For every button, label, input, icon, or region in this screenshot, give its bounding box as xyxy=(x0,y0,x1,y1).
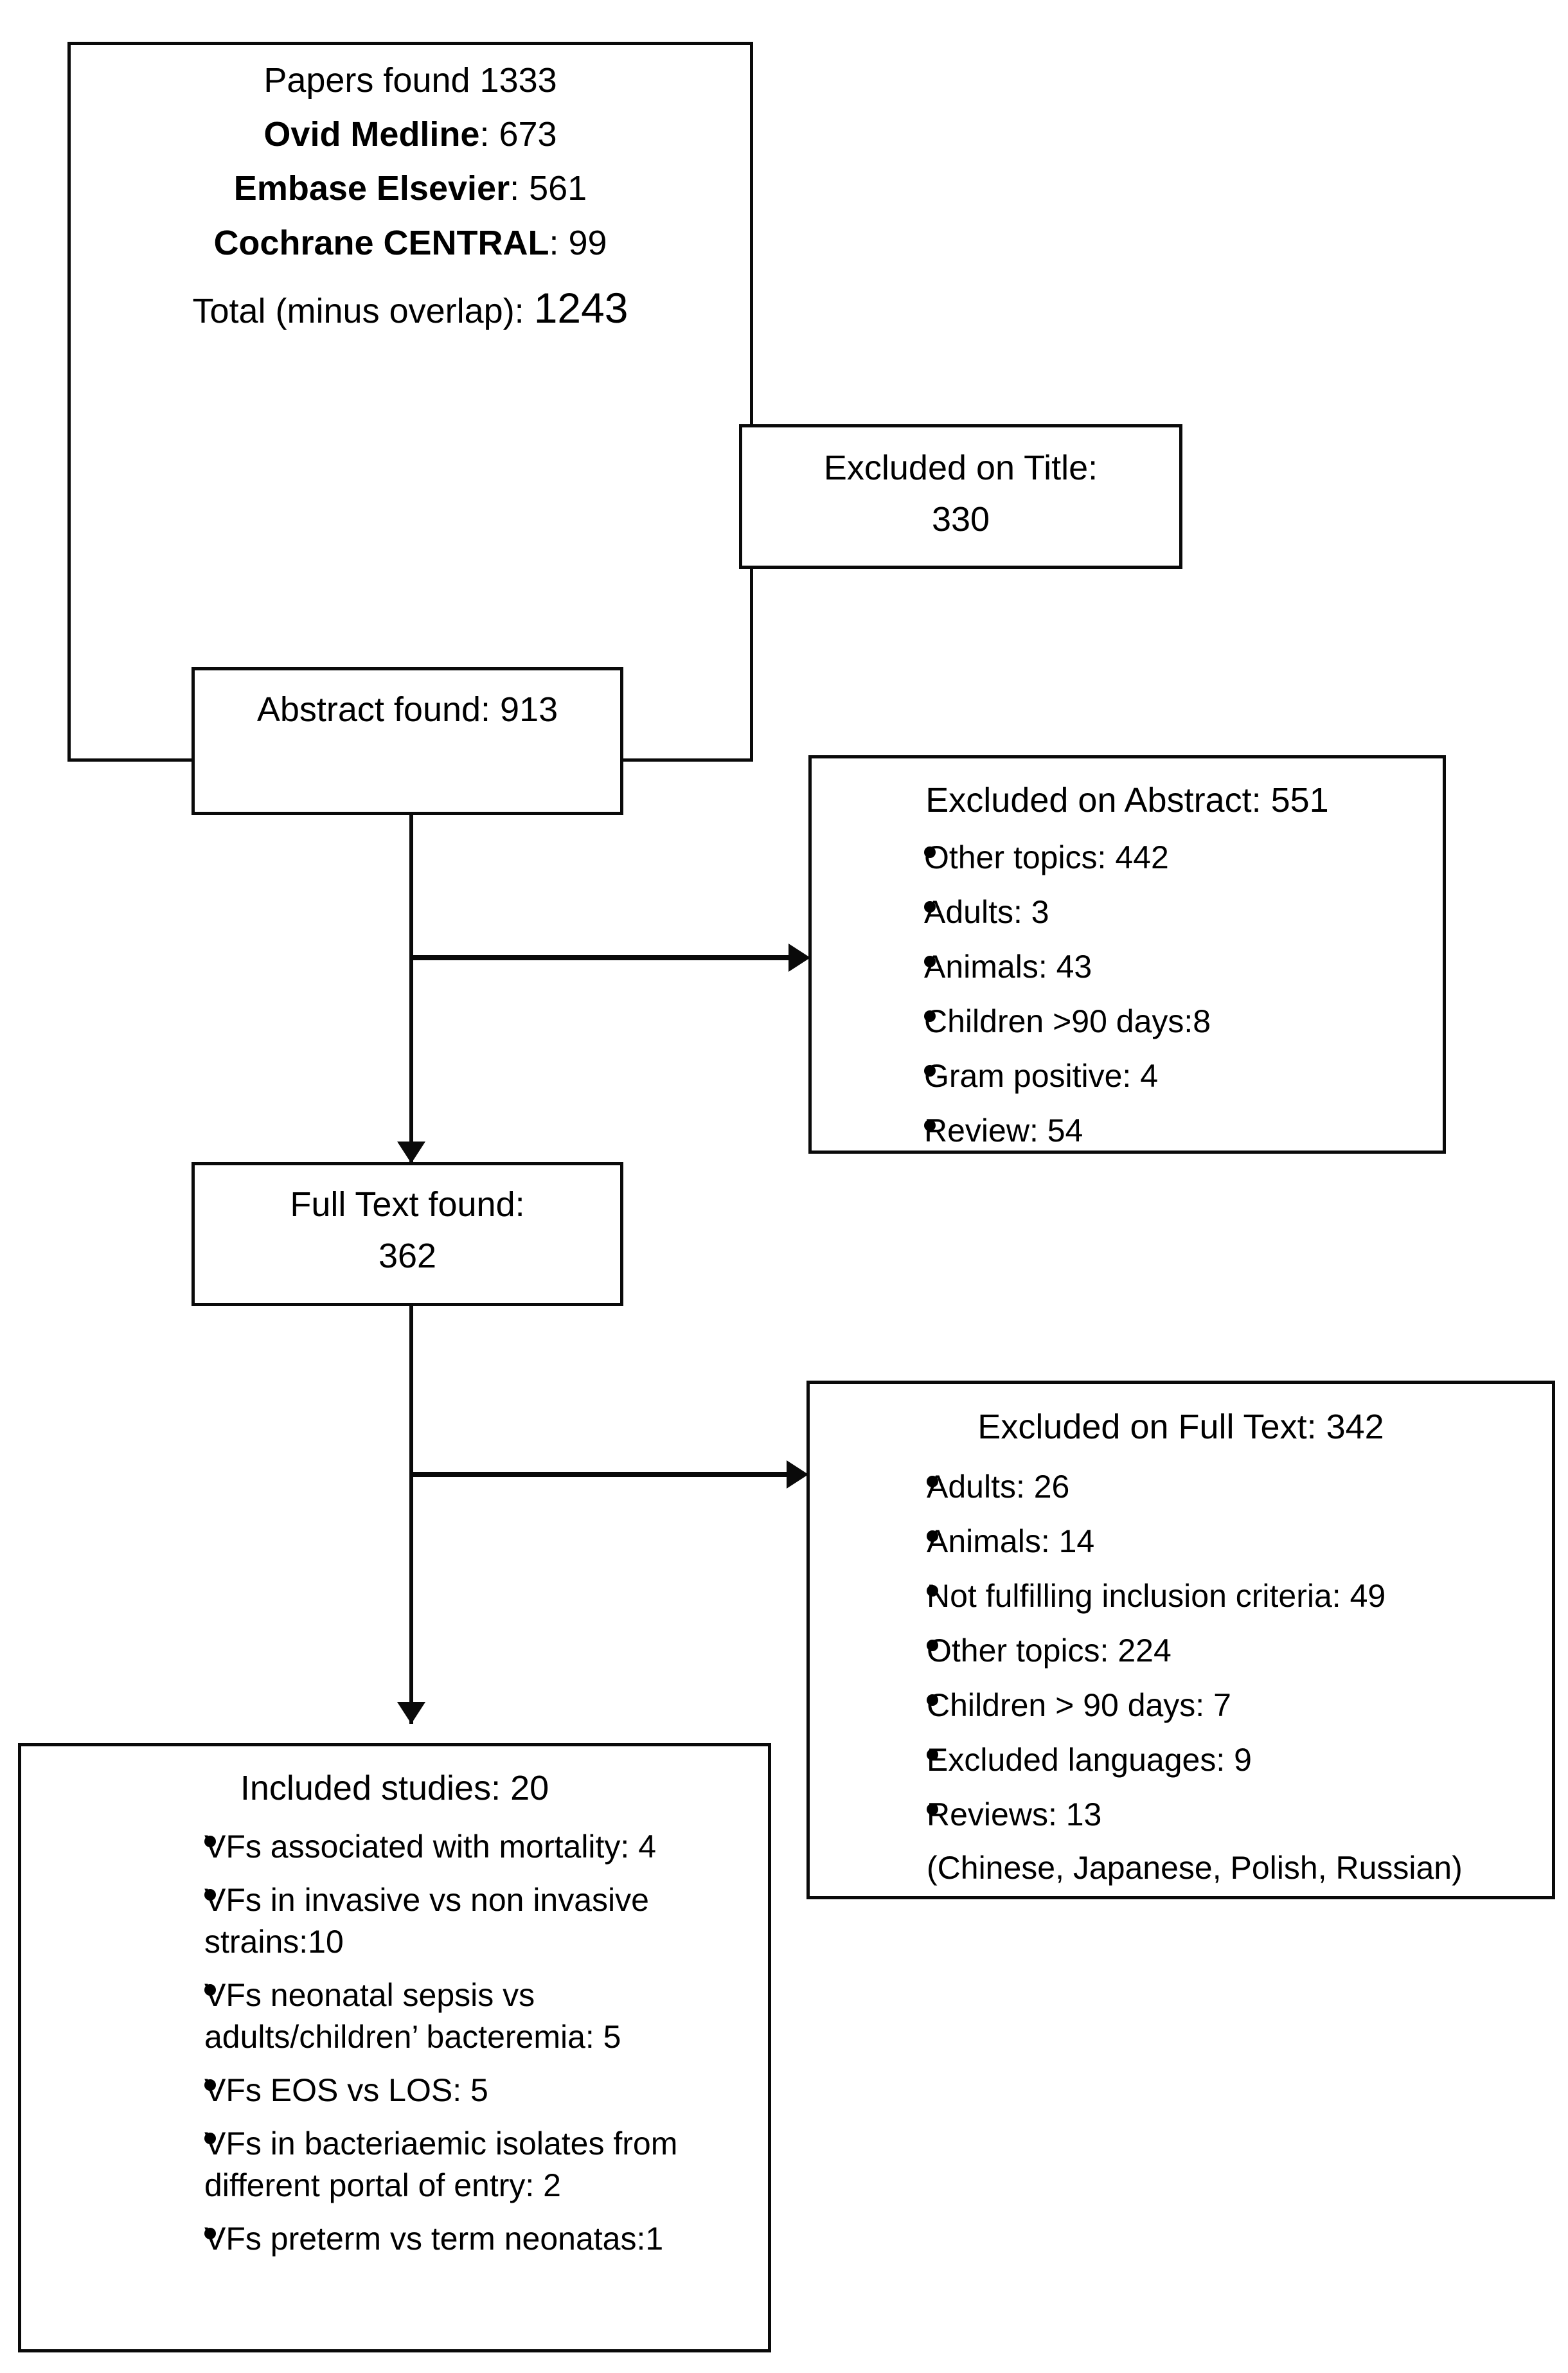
node-excluded-on-title: Excluded on Title: 330 xyxy=(739,424,1182,569)
excluded-title-label: Excluded on Title: xyxy=(823,449,1098,487)
node-included-studies: Included studies: 20 VFs associated with… xyxy=(18,1743,771,2352)
connector-fulltext-to-included xyxy=(409,1306,413,1724)
records-total-value: 1243 xyxy=(533,283,628,332)
records-line-2: Ovid Medline: 673 xyxy=(71,112,750,157)
bullet-icon xyxy=(204,2227,216,2239)
list-item: Children >90 days:8 xyxy=(924,1001,1430,1043)
bullet-icon xyxy=(204,1983,216,1996)
node-excluded-on-abstract: Excluded on Abstract: 551 Other topics: … xyxy=(808,755,1446,1154)
list-item-label: Reviews: 13 xyxy=(927,1796,1102,1832)
included-studies-header: Included studies: 20 xyxy=(240,1769,549,1807)
list-item: VFs in bacteriaemic isolates from differ… xyxy=(204,2123,691,2207)
list-item: Adults: 3 xyxy=(924,891,1430,933)
arrowhead-down-to-fulltext xyxy=(397,1142,425,1163)
list-item-label: Other topics: 442 xyxy=(924,839,1169,875)
abstract-found-label: Abstract found: 913 xyxy=(256,690,558,729)
bullet-icon xyxy=(927,1639,938,1651)
list-item-label: Adults: 26 xyxy=(927,1468,1070,1505)
list-item-label: Animals: 43 xyxy=(924,948,1092,985)
bullet-icon xyxy=(927,1694,938,1706)
fulltext-found-count: 362 xyxy=(378,1237,437,1276)
list-item-label: Gram positive: 4 xyxy=(924,1057,1159,1094)
excluded-abstract-header: Excluded on Abstract: 551 xyxy=(925,781,1329,819)
list-item-label: Children > 90 days: 7 xyxy=(927,1687,1231,1723)
arrowhead-down-to-included xyxy=(397,1702,425,1724)
records-source-cochrane-value: : 99 xyxy=(549,223,607,262)
node-records-identified: Papers found 1333 Ovid Medline: 673 Emba… xyxy=(67,42,753,762)
list-item-label: VFs in bacteriaemic isolates from differ… xyxy=(204,2125,678,2203)
list-item: Animals: 14 xyxy=(927,1521,1539,1563)
list-item-label: Review: 54 xyxy=(924,1112,1083,1149)
connector-abstract-to-fulltext xyxy=(409,815,413,1185)
bullet-icon xyxy=(924,1010,936,1022)
list-item-label: VFs associated with mortality: 4 xyxy=(204,1828,657,1865)
list-item: Other topics: 442 xyxy=(924,837,1430,879)
list-item: VFs EOS vs LOS: 5 xyxy=(204,2070,691,2111)
excluded-fulltext-header: Excluded on Full Text: 342 xyxy=(977,1408,1384,1446)
bullet-icon xyxy=(204,2132,216,2144)
list-item-label: Animals: 14 xyxy=(927,1523,1095,1559)
list-item: Gram positive: 4 xyxy=(924,1055,1430,1097)
records-source-medline-value: : 673 xyxy=(479,115,557,154)
list-item: VFs associated with mortality: 4 xyxy=(204,1826,691,1868)
list-item: VFs in invasive vs non invasive strains:… xyxy=(204,1879,691,1963)
list-item-label: VFs neonatal sepsis vs adults/children’ … xyxy=(204,1976,621,2055)
arrowhead-right-to-excluded-abstract xyxy=(788,944,810,972)
bullet-icon xyxy=(927,1748,938,1760)
list-item-label: Other topics: 224 xyxy=(927,1632,1172,1669)
list-item: VFs preterm vs term neonatas:1 xyxy=(204,2218,691,2260)
list-item-label: Children >90 days:8 xyxy=(924,1003,1211,1039)
list-item-label: Not fulfilling inclusion criteria: 49 xyxy=(927,1577,1386,1614)
bullet-icon xyxy=(204,1835,216,1847)
excluded-fulltext-footnote: (Chinese, Japanese, Polish, Russian) xyxy=(927,1849,1463,1886)
bullet-icon xyxy=(924,1119,936,1131)
node-excluded-on-fulltext: Excluded on Full Text: 342 Adults: 26 An… xyxy=(806,1381,1555,1899)
bullet-icon xyxy=(204,1888,216,1901)
excluded-abstract-list: Other topics: 442 Adults: 3 Animals: 43 … xyxy=(812,837,1443,1152)
list-item: Animals: 43 xyxy=(924,946,1430,988)
bullet-icon xyxy=(927,1530,938,1542)
list-item-label: Adults: 3 xyxy=(924,893,1049,930)
list-item-label: VFs EOS vs LOS: 5 xyxy=(204,2072,488,2108)
list-item: Review: 54 xyxy=(924,1110,1430,1152)
bullet-icon xyxy=(927,1584,938,1597)
list-item: Other topics: 224 xyxy=(927,1630,1539,1672)
bullet-icon xyxy=(924,846,936,858)
bullet-icon xyxy=(927,1475,938,1487)
records-total-label: Total (minus overlap): xyxy=(192,291,534,330)
list-item: Reviews: 13 (Chinese, Japanese, Polish, … xyxy=(927,1794,1539,1889)
records-source-cochrane-label: Cochrane CENTRAL xyxy=(213,223,549,262)
excluded-fulltext-list: Adults: 26 Animals: 14 Not fulfilling in… xyxy=(810,1466,1552,1889)
node-abstract-found: Abstract found: 913 xyxy=(192,667,623,815)
list-item: Excluded languages: 9 xyxy=(927,1739,1539,1781)
connector-to-excluded-fulltext xyxy=(409,1472,801,1477)
list-item: Not fulfilling inclusion criteria: 49 xyxy=(927,1575,1539,1617)
included-studies-list: VFs associated with mortality: 4 VFs in … xyxy=(21,1826,768,2260)
arrowhead-right-to-excluded-fulltext xyxy=(787,1460,808,1489)
records-source-embase-label: Embase Elsevier xyxy=(233,169,510,208)
list-item: Adults: 26 xyxy=(927,1466,1539,1508)
list-item-label: VFs in invasive vs non invasive strains:… xyxy=(204,1881,649,1960)
list-item-label: Excluded languages: 9 xyxy=(927,1741,1252,1778)
node-fulltext-found: Full Text found: 362 xyxy=(192,1162,623,1306)
connector-to-excluded-abstract xyxy=(409,955,801,960)
records-line-3: Embase Elsevier: 561 xyxy=(71,166,750,211)
list-item: VFs neonatal sepsis vs adults/children’ … xyxy=(204,1975,691,2058)
records-line-1: Papers found 1333 xyxy=(263,61,557,100)
bullet-icon xyxy=(924,900,936,913)
bullet-icon xyxy=(924,1064,936,1077)
list-item-label: VFs preterm vs term neonatas:1 xyxy=(204,2220,664,2257)
list-item: Children > 90 days: 7 xyxy=(927,1685,1539,1726)
fulltext-found-label: Full Text found: xyxy=(290,1185,525,1224)
records-source-embase-value: : 561 xyxy=(510,169,587,208)
records-total-line: Total (minus overlap): 1243 xyxy=(71,281,750,336)
records-source-medline-label: Ovid Medline xyxy=(263,115,480,154)
bullet-icon xyxy=(924,955,936,967)
records-line-4: Cochrane CENTRAL: 99 xyxy=(71,220,750,265)
bullet-icon xyxy=(204,2079,216,2091)
excluded-title-count: 330 xyxy=(931,500,990,539)
bullet-icon xyxy=(927,1803,938,1815)
